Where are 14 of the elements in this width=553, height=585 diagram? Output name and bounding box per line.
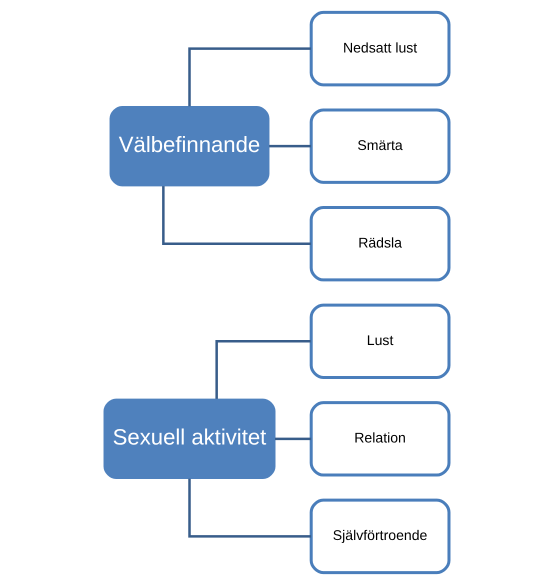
node-box: Lust [310,304,450,379]
connector [215,340,311,399]
connector [188,478,312,538]
connector [275,438,312,440]
connector [269,144,311,148]
node-box: Självförtroende [310,498,450,574]
node-box: Relation [310,401,450,477]
connector [188,47,312,106]
node-box: Rädsla [310,206,450,282]
node-box: Nedsatt lust [310,10,450,86]
node-box: Smärta [310,108,450,184]
node-box: Välbefinnande [110,106,270,186]
node-box: Sexuell aktivitet [104,398,276,480]
connector [162,186,311,245]
